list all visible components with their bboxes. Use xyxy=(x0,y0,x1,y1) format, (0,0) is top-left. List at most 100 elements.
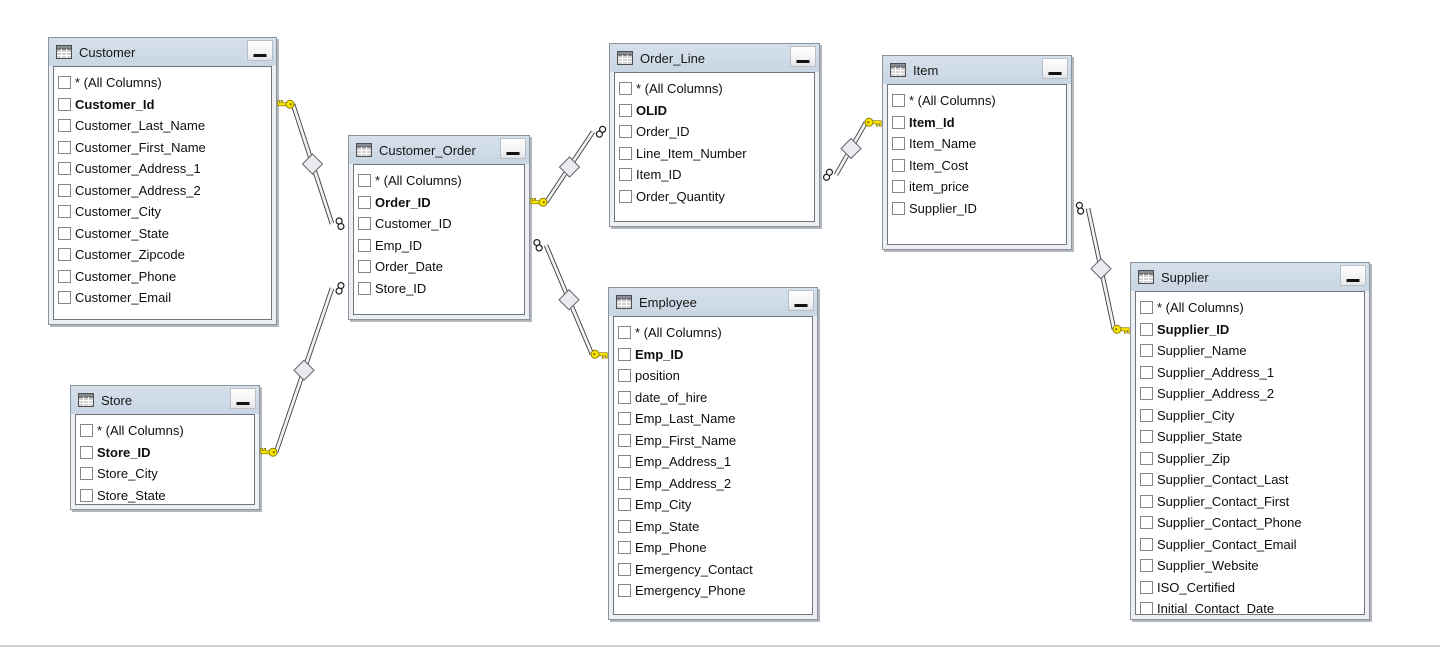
column-row[interactable]: Supplier_Website xyxy=(1139,555,1364,577)
relationship-supplier-item[interactable] xyxy=(1075,201,1130,334)
column-row[interactable]: Customer_ID xyxy=(357,213,524,235)
column-checkbox[interactable] xyxy=(619,103,632,117)
column-row[interactable]: * (All Columns) xyxy=(617,322,812,344)
column-checkbox[interactable] xyxy=(58,97,71,111)
column-checkbox[interactable] xyxy=(1140,537,1153,551)
column-row[interactable]: Customer_Email xyxy=(57,287,271,309)
column-row[interactable]: Supplier_State xyxy=(1139,426,1364,448)
column-checkbox[interactable] xyxy=(1140,365,1153,379)
column-row[interactable]: Customer_Phone xyxy=(57,266,271,288)
column-row[interactable]: Supplier_Contact_First xyxy=(1139,491,1364,513)
column-checkbox[interactable] xyxy=(80,445,93,459)
column-row[interactable]: Store_City xyxy=(79,463,254,485)
column-checkbox[interactable] xyxy=(618,476,631,490)
column-row[interactable]: * (All Columns) xyxy=(1139,297,1364,319)
table-titlebar-employee[interactable]: Employee xyxy=(609,288,817,316)
column-checkbox[interactable] xyxy=(58,291,71,305)
column-row[interactable]: Order_Date xyxy=(357,256,524,278)
column-checkbox[interactable] xyxy=(892,158,905,172)
column-checkbox[interactable] xyxy=(58,248,71,262)
column-checkbox[interactable] xyxy=(892,94,905,108)
column-checkbox[interactable] xyxy=(58,76,71,90)
column-checkbox[interactable] xyxy=(892,180,905,194)
column-row[interactable]: Emp_Address_1 xyxy=(617,451,812,473)
column-checkbox[interactable] xyxy=(58,226,71,240)
column-checkbox[interactable] xyxy=(1140,602,1153,614)
column-checkbox[interactable] xyxy=(58,162,71,176)
column-checkbox[interactable] xyxy=(1140,494,1153,508)
minimize-button[interactable] xyxy=(500,138,526,159)
column-checkbox[interactable] xyxy=(80,467,93,481)
column-checkbox[interactable] xyxy=(358,260,371,274)
table-titlebar-customer-order[interactable]: Customer_Order xyxy=(349,136,529,164)
column-row[interactable]: Supplier_Address_2 xyxy=(1139,383,1364,405)
table-titlebar-store[interactable]: Store xyxy=(71,386,259,414)
column-row[interactable]: Line_Item_Number xyxy=(618,143,814,165)
column-checkbox[interactable] xyxy=(1140,451,1153,465)
column-row[interactable]: Customer_First_Name xyxy=(57,137,271,159)
column-checkbox[interactable] xyxy=(618,541,631,555)
minimize-button[interactable] xyxy=(1340,265,1366,286)
column-row[interactable]: date_of_hire xyxy=(617,387,812,409)
relationship-employee-customer-order[interactable] xyxy=(533,238,608,359)
column-checkbox[interactable] xyxy=(1140,387,1153,401)
column-row[interactable]: * (All Columns) xyxy=(357,170,524,192)
column-checkbox[interactable] xyxy=(618,347,631,361)
column-checkbox[interactable] xyxy=(358,238,371,252)
column-row[interactable]: Supplier_Address_1 xyxy=(1139,362,1364,384)
column-row[interactable]: Item_Cost xyxy=(891,155,1066,177)
column-row[interactable]: Customer_Id xyxy=(57,94,271,116)
column-checkbox[interactable] xyxy=(358,174,371,188)
column-checkbox[interactable] xyxy=(58,269,71,283)
column-checkbox[interactable] xyxy=(619,125,632,139)
column-checkbox[interactable] xyxy=(1140,408,1153,422)
column-row[interactable]: Supplier_Zip xyxy=(1139,448,1364,470)
column-row[interactable]: ISO_Certified xyxy=(1139,577,1364,599)
pane-splitter[interactable] xyxy=(0,645,1440,647)
column-checkbox[interactable] xyxy=(618,519,631,533)
column-checkbox[interactable] xyxy=(1140,344,1153,358)
column-row[interactable]: Supplier_ID xyxy=(1139,319,1364,341)
column-row[interactable]: * (All Columns) xyxy=(79,420,254,442)
column-row[interactable]: Customer_Zipcode xyxy=(57,244,271,266)
column-checkbox[interactable] xyxy=(618,584,631,598)
column-row[interactable]: Emp_State xyxy=(617,516,812,538)
column-row[interactable]: Emp_City xyxy=(617,494,812,516)
table-titlebar-supplier[interactable]: Supplier xyxy=(1131,263,1369,291)
column-row[interactable]: Supplier_Name xyxy=(1139,340,1364,362)
column-row[interactable]: Initial_Contact_Date xyxy=(1139,598,1364,614)
column-checkbox[interactable] xyxy=(1140,580,1153,594)
column-checkbox[interactable] xyxy=(358,217,371,231)
minimize-button[interactable] xyxy=(1042,58,1068,79)
relationship-customer-order-order-line[interactable] xyxy=(530,125,607,207)
column-checkbox[interactable] xyxy=(58,140,71,154)
column-checkbox[interactable] xyxy=(358,195,371,209)
column-row[interactable]: Customer_Address_2 xyxy=(57,180,271,202)
column-checkbox[interactable] xyxy=(1140,559,1153,573)
column-row[interactable]: Supplier_Contact_Email xyxy=(1139,534,1364,556)
column-checkbox[interactable] xyxy=(618,390,631,404)
column-row[interactable]: Order_Quantity xyxy=(618,186,814,208)
column-checkbox[interactable] xyxy=(1140,430,1153,444)
column-checkbox[interactable] xyxy=(619,168,632,182)
column-checkbox[interactable] xyxy=(58,205,71,219)
minimize-button[interactable] xyxy=(788,290,814,311)
column-row[interactable]: Emergency_Contact xyxy=(617,559,812,581)
column-row[interactable]: Emp_ID xyxy=(617,344,812,366)
column-checkbox[interactable] xyxy=(892,115,905,129)
column-checkbox[interactable] xyxy=(619,82,632,96)
column-row[interactable]: Customer_State xyxy=(57,223,271,245)
table-titlebar-customer[interactable]: Customer xyxy=(49,38,276,66)
column-checkbox[interactable] xyxy=(1140,301,1153,315)
column-row[interactable]: Emp_Last_Name xyxy=(617,408,812,430)
column-row[interactable]: Store_ID xyxy=(79,442,254,464)
column-checkbox[interactable] xyxy=(618,412,631,426)
column-checkbox[interactable] xyxy=(892,201,905,215)
column-checkbox[interactable] xyxy=(618,369,631,383)
column-row[interactable]: Store_ID xyxy=(357,278,524,300)
column-row[interactable]: Supplier_Contact_Phone xyxy=(1139,512,1364,534)
column-row[interactable]: Emp_ID xyxy=(357,235,524,257)
column-row[interactable]: Order_ID xyxy=(357,192,524,214)
column-checkbox[interactable] xyxy=(80,424,93,438)
column-row[interactable]: Customer_Address_1 xyxy=(57,158,271,180)
